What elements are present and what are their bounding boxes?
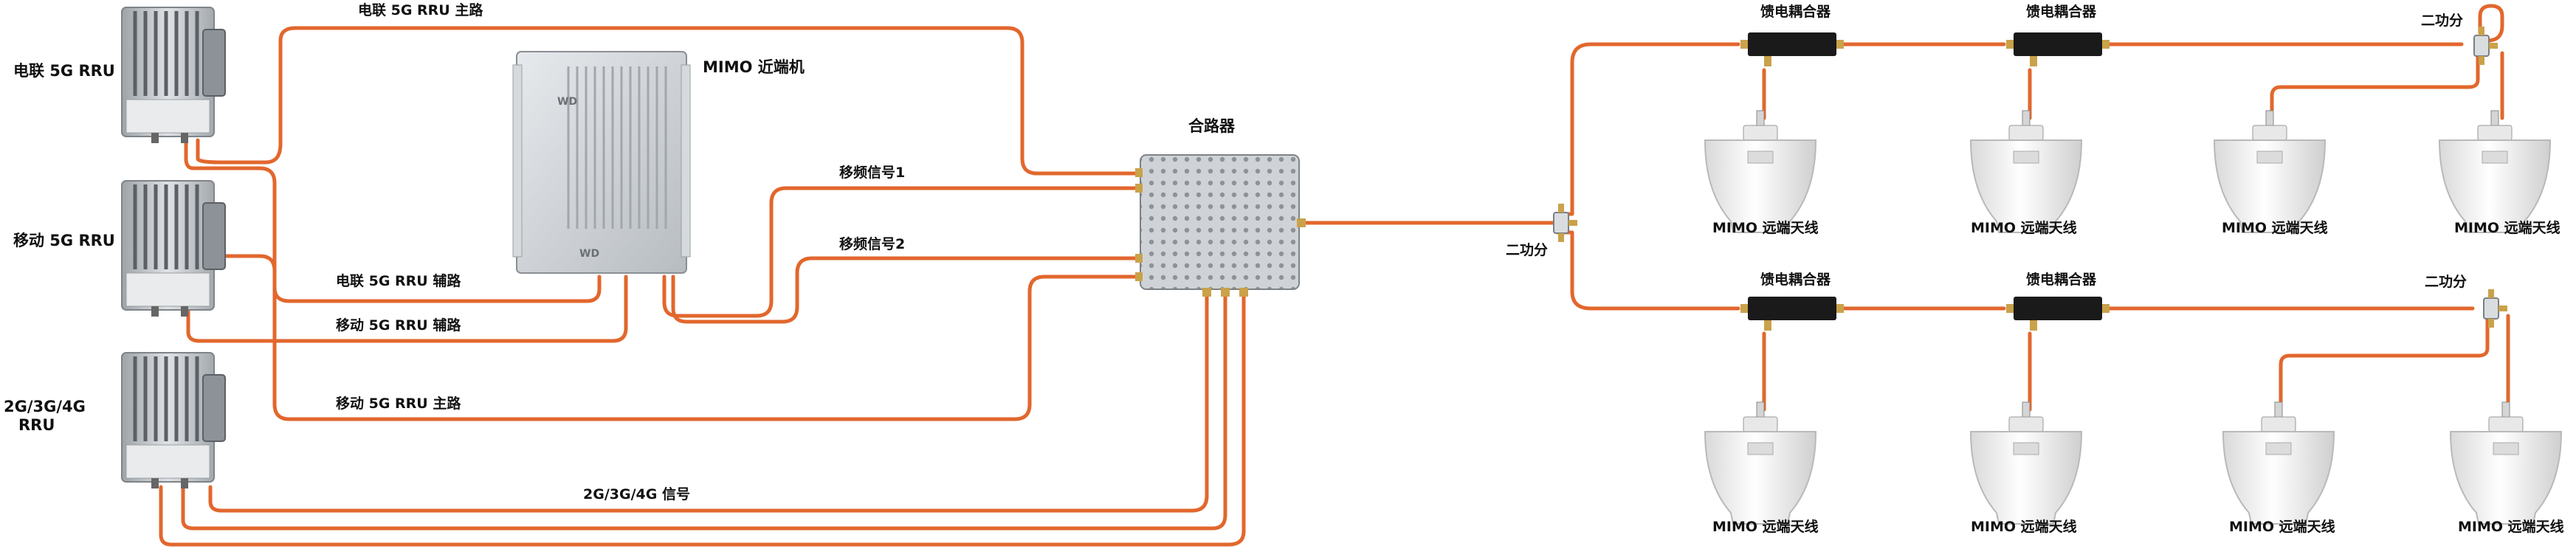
antenna-bottom-1 xyxy=(1704,401,1816,525)
splitter-top-end-label: 二功分 xyxy=(2421,13,2463,29)
cable-unicom-main xyxy=(196,26,1145,176)
antenna-top-3-label: MIMO 远端天线 xyxy=(2222,219,2328,236)
combiner xyxy=(1135,154,1306,297)
cable-trunk xyxy=(1297,42,1740,311)
cable-234g-signal xyxy=(159,293,1246,547)
antenna-top-4 xyxy=(2439,110,2551,233)
coupler-top-2 xyxy=(2006,32,2110,66)
cable-mobile-aux xyxy=(186,274,628,343)
antenna-bottom-1-label: MIMO 远端天线 xyxy=(1712,518,1819,535)
rru-unicom-label: 电联 5G RRU xyxy=(13,62,115,80)
coupler-bottom-1 xyxy=(1740,297,1844,331)
antenna-top-3 xyxy=(2214,110,2326,233)
mimo-near-end-unit: WD WD xyxy=(512,51,691,274)
antenna-bottom-4-label: MIMO 远端天线 xyxy=(2458,518,2564,535)
coupler-bottom-2-label: 馈电耦合器 xyxy=(2026,271,2097,288)
label-shift1: 移频信号1 xyxy=(839,164,905,181)
combiner-label: 合路器 xyxy=(1188,117,1236,135)
cable-feeders xyxy=(1762,4,2510,412)
mimo-brand-mark: WD xyxy=(557,96,577,108)
antenna-top-1-label: MIMO 远端天线 xyxy=(1712,219,1819,236)
coupler-top-2-label: 馈电耦合器 xyxy=(2026,3,2097,20)
mimo-near-end-label: MIMO 近端机 xyxy=(703,58,805,76)
antenna-top-1 xyxy=(1704,110,1816,233)
splitter-bottom-end-label: 二功分 xyxy=(2425,274,2467,290)
rru-234g xyxy=(122,353,225,488)
antenna-bottom-3-label: MIMO 远端天线 xyxy=(2229,518,2335,535)
antenna-top-2-label: MIMO 远端天线 xyxy=(1971,219,2077,236)
antenna-top-2 xyxy=(1970,110,2082,233)
coupler-bottom-1-label: 馈电耦合器 xyxy=(1760,271,1831,288)
rru-mobile-label: 移动 5G RRU xyxy=(13,232,115,249)
splitter-main-label: 二功分 xyxy=(1506,242,1548,258)
label-mobile-aux: 移动 5G RRU 辅路 xyxy=(336,317,461,334)
label-mobile-main: 移动 5G RRU 主路 xyxy=(336,395,461,412)
antenna-top-4-label: MIMO 远端天线 xyxy=(2454,219,2560,236)
coupler-top-1-label: 馈电耦合器 xyxy=(1760,3,1831,20)
label-unicom-main: 电联 5G RRU 主路 xyxy=(358,1,483,18)
label-shift2: 移频信号2 xyxy=(839,235,905,252)
rru-234g-label-line1: 2G/3G/4G xyxy=(4,398,86,415)
antenna-bottom-2 xyxy=(1970,401,2082,525)
label-234g-signal: 2G/3G/4G 信号 xyxy=(583,486,690,503)
antenna-bottom-3 xyxy=(2222,401,2335,525)
antenna-bottom-4 xyxy=(2450,401,2562,525)
label-unicom-aux: 电联 5G RRU 辅路 xyxy=(336,272,461,289)
mimo-brand-logo: WD xyxy=(579,248,599,260)
cable-unicom-aux xyxy=(184,138,602,303)
rru-234g-label-line2: RRU xyxy=(18,416,55,434)
coupler-top-1 xyxy=(1740,32,1844,66)
coupler-bottom-2 xyxy=(2006,297,2110,331)
rru-unicom-5g xyxy=(122,7,225,143)
cable-shift1 xyxy=(662,186,1145,318)
rru-mobile-5g xyxy=(122,181,225,317)
cable-shift2 xyxy=(671,256,1145,324)
antenna-bottom-2-label: MIMO 远端天线 xyxy=(1971,518,2077,535)
